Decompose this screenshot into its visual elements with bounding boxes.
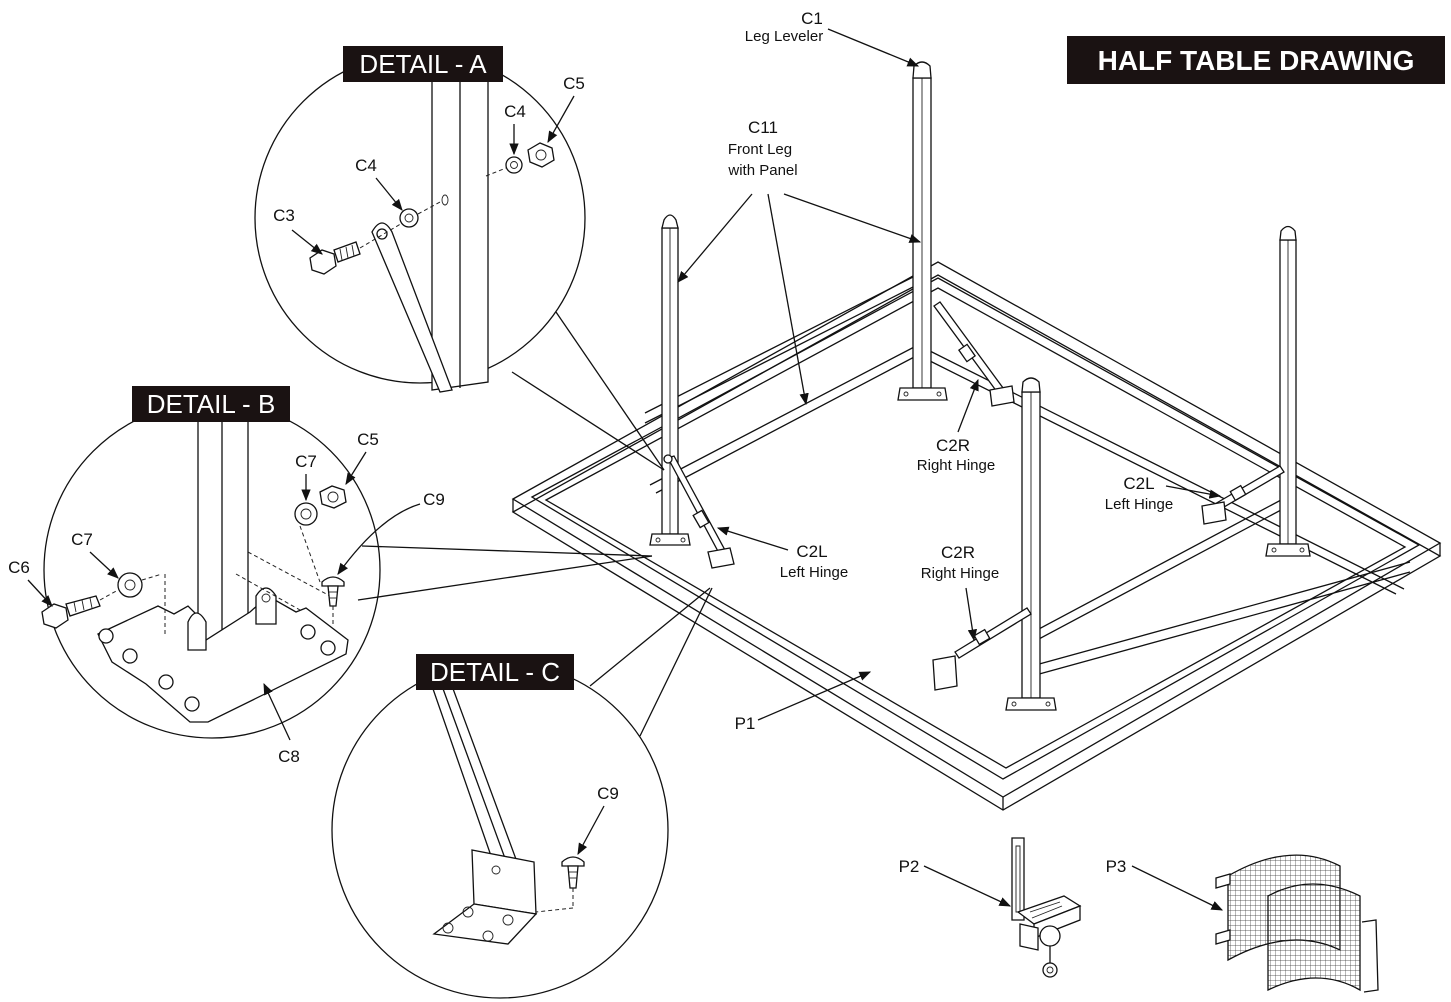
label-c4-right: C4: [504, 102, 526, 121]
label-c7-upper: C7: [295, 452, 317, 471]
detail-a-title: DETAIL - A: [359, 49, 487, 79]
leg-back-center: [897, 61, 948, 401]
detail-b-banner: DETAIL - B: [132, 386, 290, 422]
detail-connectors: [357, 311, 713, 737]
detail-b-circle: [41, 401, 381, 739]
hinge-c2l-left-front: [663, 454, 735, 569]
label-c6: C6: [8, 558, 30, 577]
label-c2r-back-desc: Right Hinge: [917, 457, 995, 474]
detail-b-title: DETAIL - B: [147, 389, 276, 419]
label-c2l-right-desc: Left Hinge: [1105, 496, 1173, 513]
detail-a-circle: [254, 52, 586, 393]
part-p3-mesh-basket: [1215, 854, 1379, 993]
label-c2l-front-desc: Left Hinge: [780, 564, 848, 581]
hinge-c2r-front: [932, 607, 1032, 691]
label-c1-desc: Leg Leveler: [745, 28, 823, 45]
detail-c-circle: [331, 661, 669, 999]
label-c2r-back: C2R: [936, 436, 970, 455]
label-c11-desc1: Front Leg: [728, 141, 792, 158]
label-c1: C1: [801, 9, 823, 28]
hinge-c2l-right: [1201, 465, 1285, 525]
part-labels: C1 Leg Leveler C11 Front Leg with Panel …: [8, 9, 1173, 876]
label-p1: P1: [735, 714, 756, 733]
leg-far-right: [1265, 225, 1311, 557]
label-c2l-front: C2L: [796, 542, 827, 561]
label-c11-desc2: with Panel: [727, 162, 797, 179]
label-c5-a: C5: [563, 74, 585, 93]
title-banner: HALF TABLE DRAWING: [1067, 36, 1445, 84]
part-p2-clamp: [1011, 837, 1082, 978]
label-p2: P2: [899, 857, 920, 876]
detail-a-banner: DETAIL - A: [343, 46, 503, 82]
label-c9-c: C9: [597, 784, 619, 803]
label-c9-b: C9: [423, 490, 445, 509]
hinge-c2r-back: [933, 301, 1015, 407]
drawing-title: HALF TABLE DRAWING: [1098, 45, 1415, 76]
callout-arrows: [27, 28, 1224, 911]
detail-c-banner: DETAIL - C: [416, 654, 574, 690]
label-c11: C11: [748, 118, 778, 137]
label-c4-left: C4: [355, 156, 377, 175]
detail-c-title: DETAIL - C: [430, 657, 560, 687]
leg-center-right: [1005, 377, 1057, 711]
label-p3: P3: [1106, 857, 1127, 876]
label-c5-b: C5: [357, 430, 379, 449]
label-c7-left: C7: [71, 530, 93, 549]
label-c8: C8: [278, 747, 300, 766]
label-c2r-front-desc: Right Hinge: [921, 565, 999, 582]
label-c2r-front: C2R: [941, 543, 975, 562]
label-c3: C3: [273, 206, 295, 225]
label-c2l-right: C2L: [1123, 474, 1154, 493]
